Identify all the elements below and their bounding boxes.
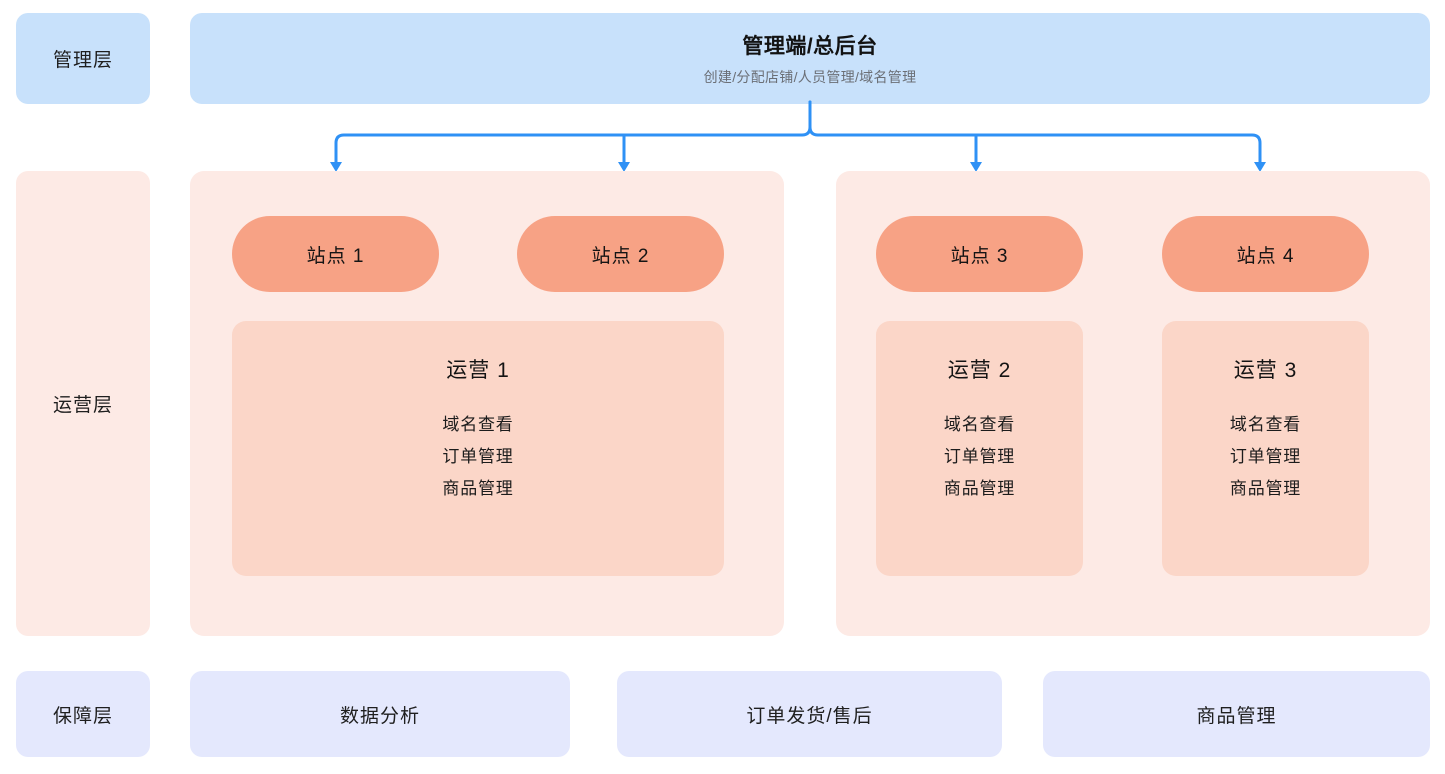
layer-label-support: 保障层 xyxy=(16,671,150,757)
site-pill-4-label: 站点 4 xyxy=(1236,245,1295,267)
admin-console-subtitle: 创建/分配店铺/人员管理/域名管理 xyxy=(703,69,917,85)
operations-item[interactable]: 商品管理 xyxy=(943,478,1016,498)
layer-label-support-text: 保障层 xyxy=(52,705,113,727)
operations-item[interactable]: 域名查看 xyxy=(1229,415,1302,434)
support-box-product-management[interactable]: 商品管理 xyxy=(1043,671,1430,757)
tree-connector xyxy=(330,100,1266,172)
operations-box-3-list: 域名查看 订单管理 商品管理 xyxy=(1230,414,1301,501)
support-box-data-analysis[interactable]: 数据分析 xyxy=(190,671,570,757)
layer-label-operations: 运营层 xyxy=(16,171,150,636)
support-box-order-fulfillment-label: 订单发货/售后 xyxy=(746,705,873,727)
operations-box-1[interactable]: 运营 1 域名查看 订单管理 商品管理 xyxy=(232,321,724,576)
site-pill-1[interactable]: 站点 1 xyxy=(232,216,439,292)
support-box-data-analysis-label: 数据分析 xyxy=(339,705,420,727)
site-pill-2-label: 站点 2 xyxy=(591,245,650,267)
site-pill-1-label: 站点 1 xyxy=(306,245,365,267)
layer-label-operations-text: 运营层 xyxy=(52,395,113,416)
operations-item[interactable]: 域名查看 xyxy=(442,415,514,434)
operations-box-2-list: 域名查看 订单管理 商品管理 xyxy=(944,414,1015,501)
operations-box-2-title: 运营 2 xyxy=(947,359,1012,382)
support-box-product-management-label: 商品管理 xyxy=(1196,705,1277,727)
operations-item[interactable]: 订单管理 xyxy=(442,446,514,466)
operations-box-3-title: 运营 3 xyxy=(1233,359,1298,382)
operations-item[interactable]: 商品管理 xyxy=(442,478,514,498)
layer-label-admin: 管理层 xyxy=(16,13,150,104)
operations-box-2[interactable]: 运营 2 域名查看 订单管理 商品管理 xyxy=(876,321,1083,576)
site-pill-3[interactable]: 站点 3 xyxy=(876,216,1083,292)
operations-item[interactable]: 订单管理 xyxy=(1229,446,1302,466)
support-box-order-fulfillment[interactable]: 订单发货/售后 xyxy=(617,671,1002,757)
operations-box-1-list: 域名查看 订单管理 商品管理 xyxy=(442,414,513,501)
operations-box-1-title: 运营 1 xyxy=(446,359,510,382)
site-pill-4[interactable]: 站点 4 xyxy=(1162,216,1369,292)
admin-console-banner[interactable]: 管理端/总后台 创建/分配店铺/人员管理/域名管理 xyxy=(190,13,1430,104)
site-pill-3-label: 站点 3 xyxy=(950,245,1009,267)
operations-item[interactable]: 商品管理 xyxy=(1229,478,1302,498)
layer-label-admin-text: 管理层 xyxy=(52,50,113,71)
operations-box-3[interactable]: 运营 3 域名查看 订单管理 商品管理 xyxy=(1162,321,1369,576)
operations-item[interactable]: 订单管理 xyxy=(943,446,1016,466)
admin-console-title: 管理端/总后台 xyxy=(742,35,878,58)
operations-item[interactable]: 域名查看 xyxy=(943,415,1016,434)
site-pill-2[interactable]: 站点 2 xyxy=(517,216,724,292)
